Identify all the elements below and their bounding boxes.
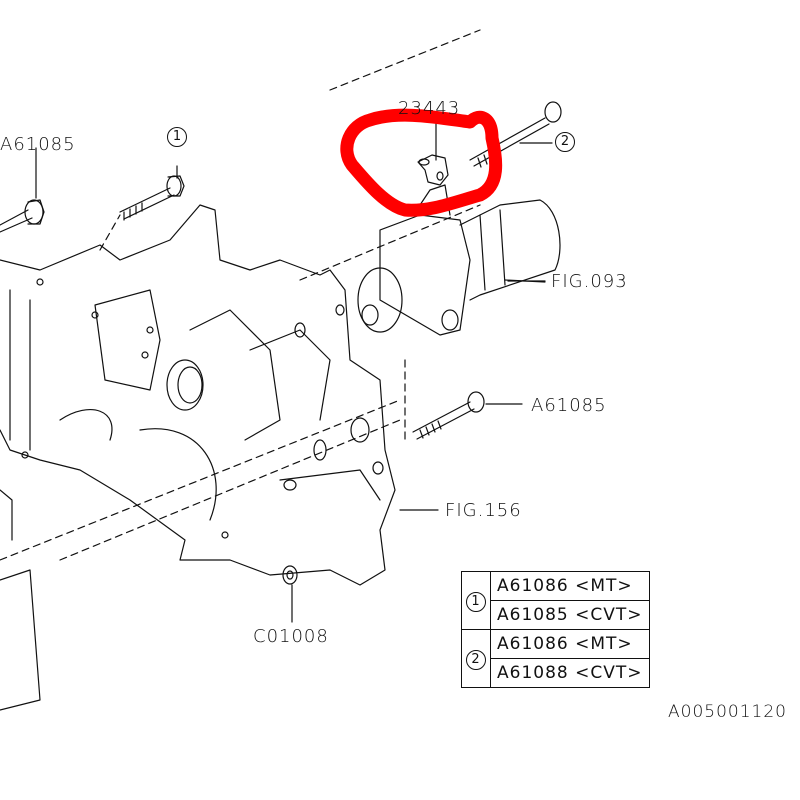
bolt-2-icon <box>469 101 562 168</box>
bracket-23443-icon <box>417 121 449 186</box>
marker-2: 2 <box>555 132 575 152</box>
part-number-23443: 23443 <box>398 98 461 119</box>
plug-icon <box>282 565 298 623</box>
legend-row: A61085 <CVT> <box>462 600 650 630</box>
legend-marker-2: 2 <box>461 629 491 688</box>
figure-ref-fig093: FIG.093 <box>551 271 628 292</box>
legend-entry: A61088 <CVT> <box>490 658 650 688</box>
red-highlight-loop <box>340 108 503 217</box>
legend-row: 2 A61086 <MT> <box>461 629 650 688</box>
alignment-lines <box>0 29 481 561</box>
marker-1: 1 <box>167 127 187 147</box>
legend-row: 1 A61086 <MT> <box>461 571 650 630</box>
part-number-c01008: C01008 <box>253 626 329 647</box>
figure-ref-fig156: FIG.156 <box>445 500 522 521</box>
transmission-case <box>0 204 396 711</box>
legend-table: 1 A61086 <MT> A61085 <CVT> 2 A61086 <MT>… <box>461 571 650 688</box>
legend-marker-1: 1 <box>461 571 491 630</box>
part-number-a61085-left: A61085 <box>0 134 76 155</box>
bolt-right-icon <box>412 391 523 440</box>
starter-motor <box>357 184 561 336</box>
bolt-1-icon <box>119 165 185 221</box>
legend-entry: A61086 <MT> <box>490 629 650 659</box>
bolt-left-icon <box>0 147 45 233</box>
legend-entry: A61086 <MT> <box>490 571 650 601</box>
legend-entry: A61085 <CVT> <box>490 600 650 630</box>
legend-row: A61088 <CVT> <box>462 658 650 688</box>
figure-id: A005001120 <box>668 702 787 722</box>
part-number-a61085-right: A61085 <box>531 395 607 416</box>
